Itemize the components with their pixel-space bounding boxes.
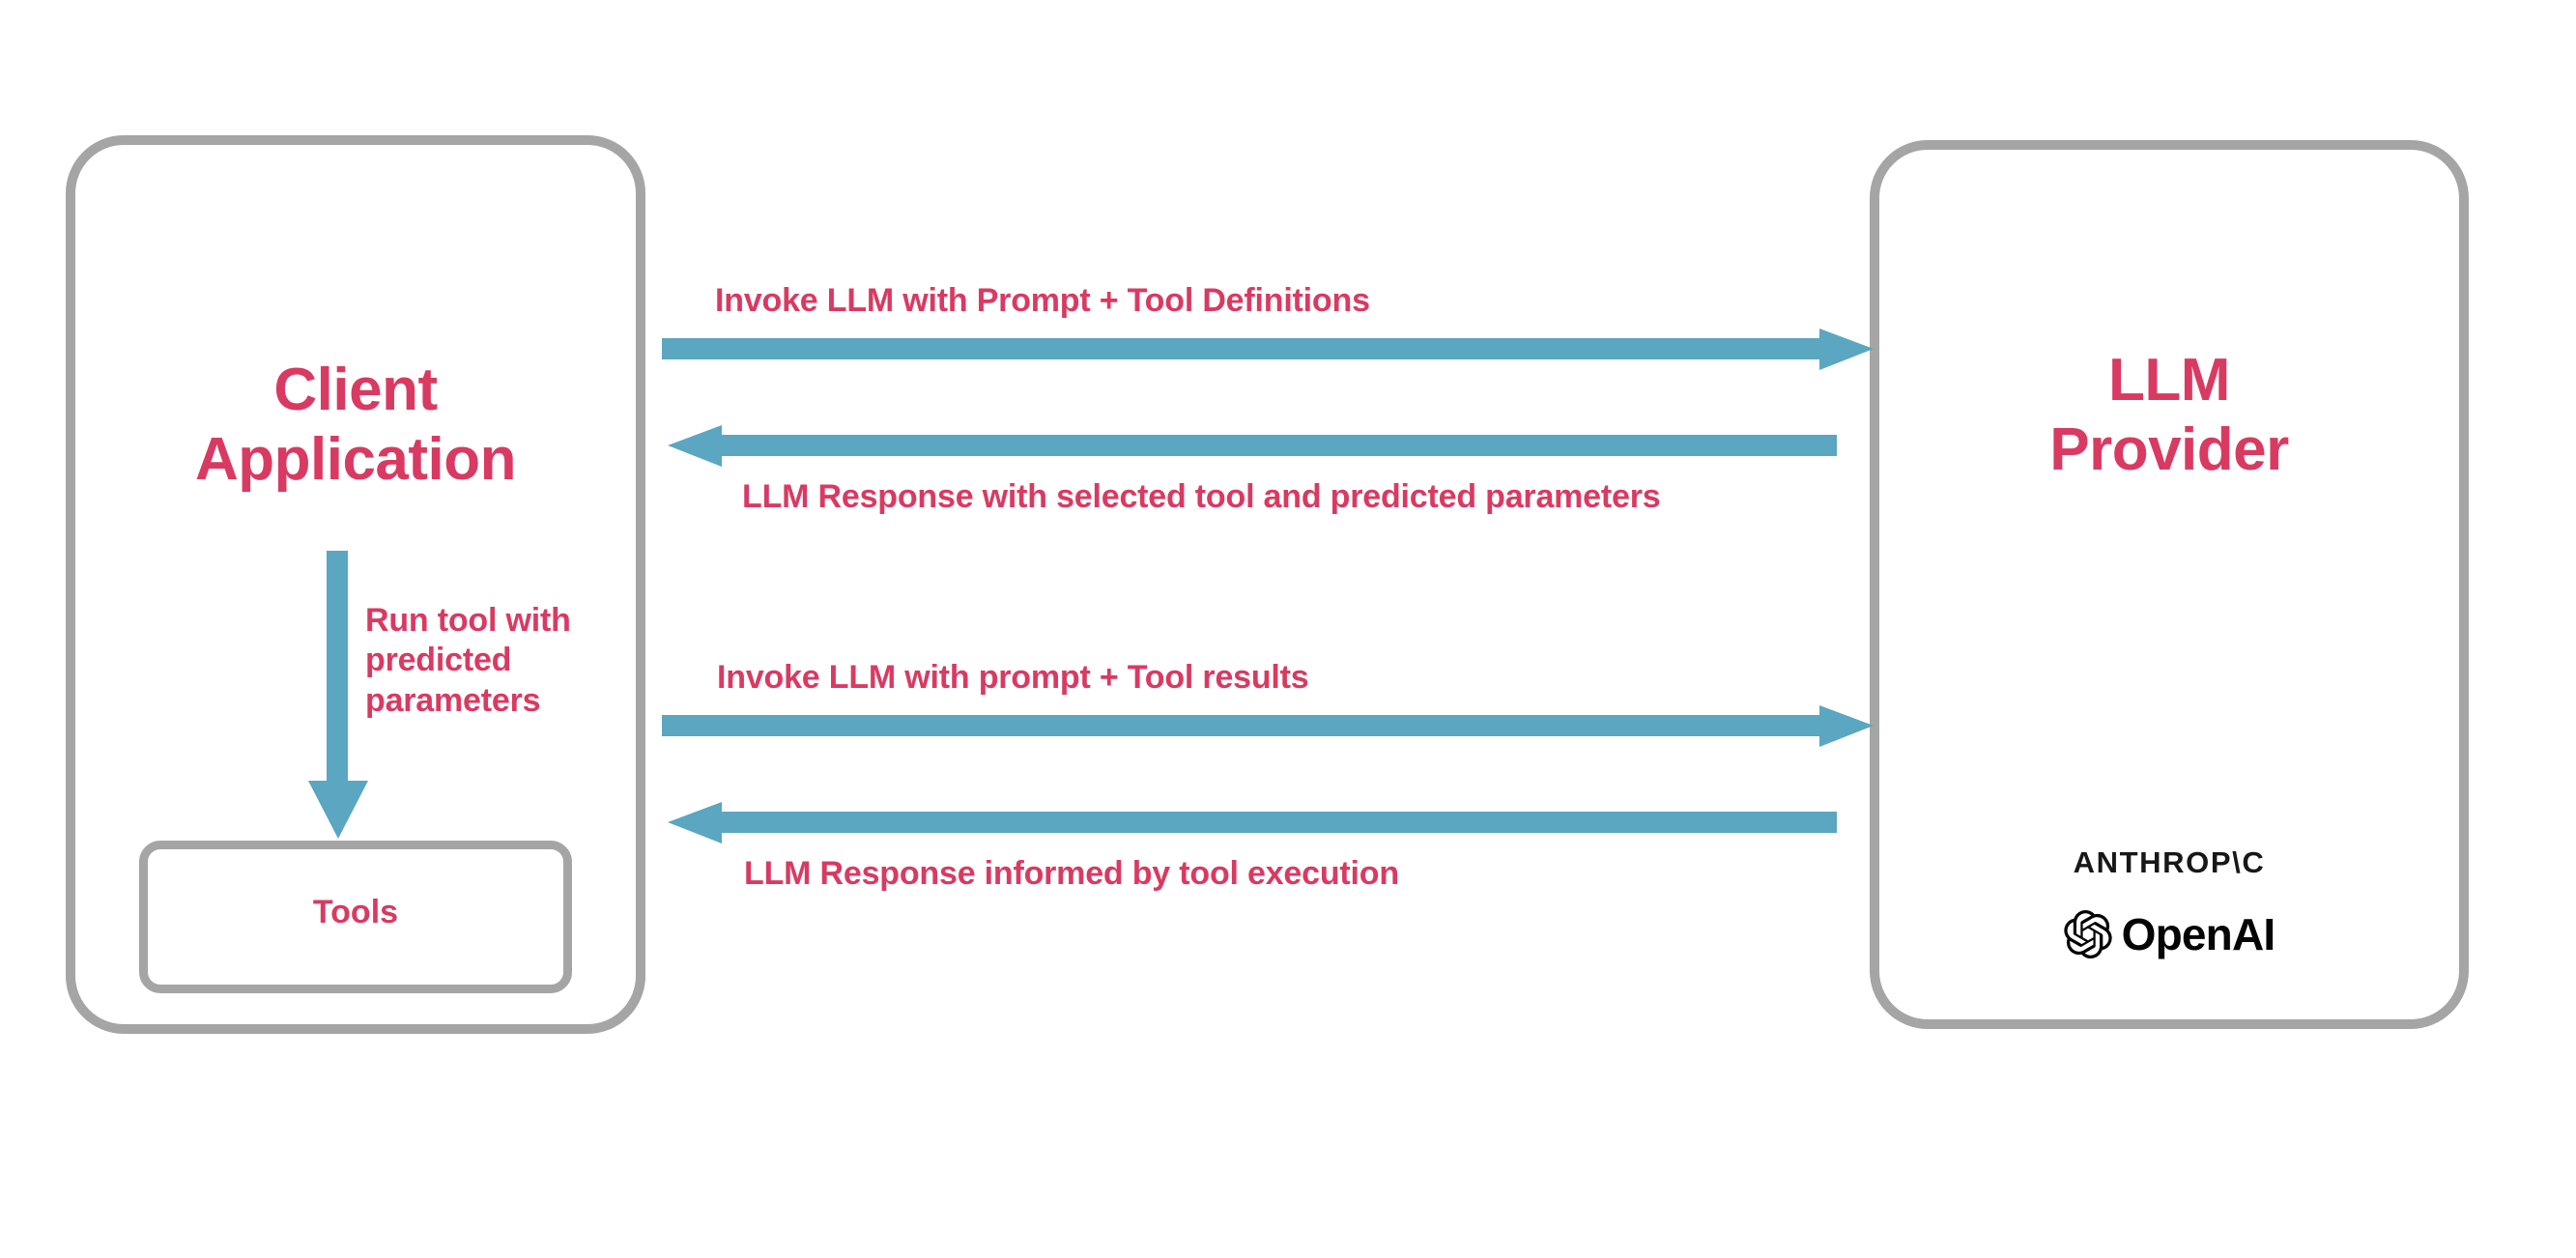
arrow-label-run-tool-predicted-parameters: Run tool with predicted parameters: [365, 602, 571, 719]
anthropic-logo: ANTHROP\C: [2073, 845, 2266, 879]
arrow-llm-response-selected-tool: [668, 425, 1837, 467]
openai-logo: OpenAI: [1870, 908, 2469, 960]
tools-label: Tools: [312, 894, 399, 930]
openai-mark-icon: [2064, 910, 2112, 958]
arrow-invoke-llm-prompt-tool-definitions: [662, 329, 1874, 370]
openai-wordmark: OpenAI: [2121, 909, 2276, 959]
llm-provider-label: LLM Provider: [2049, 347, 2289, 483]
arrow-label-llm-response-informed-by-tool-execution: LLM Response informed by tool execution: [744, 855, 1399, 892]
tools-box: [139, 841, 572, 993]
arrow-label-invoke-llm-prompt-tool-results: Invoke LLM with prompt + Tool results: [717, 659, 1309, 696]
client-application-label: Client Application: [194, 357, 517, 493]
arrow-label-llm-response-selected-tool: LLM Response with selected tool and pred…: [742, 478, 1661, 515]
arrow-run-tool-predicted-parameters: [308, 551, 368, 839]
arrow-label-invoke-llm-prompt-tool-definitions: Invoke LLM with Prompt + Tool Definition…: [715, 282, 1370, 319]
arrow-invoke-llm-prompt-tool-results: [662, 705, 1874, 747]
arrow-llm-response-informed-by-tool-execution: [668, 802, 1837, 843]
llm-provider-box: [1870, 140, 2469, 1029]
